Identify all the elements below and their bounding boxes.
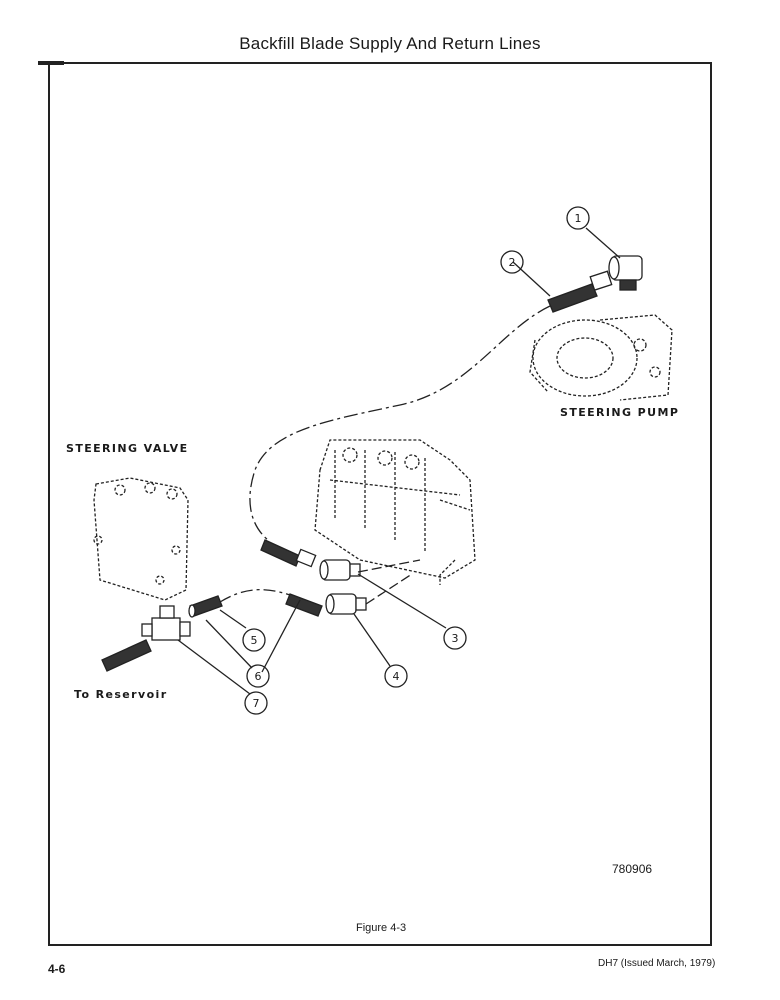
issue-note: DH7 (Issued March, 1979) — [598, 958, 716, 969]
steering-valve-label: STEERING VALVE — [66, 442, 189, 455]
callout-6: 6 — [255, 670, 262, 683]
return-line — [219, 589, 291, 603]
page-title: Backfill Blade Supply And Return Lines — [239, 34, 541, 53]
callout-1: 1 — [575, 212, 582, 225]
steering-pump-outline — [529, 314, 673, 401]
tee-fitting-7 — [141, 605, 191, 641]
to-reservoir-label: To Reservoir — [74, 688, 168, 701]
callout-2: 2 — [509, 256, 516, 269]
hose-end-upper — [260, 539, 301, 567]
supply-line — [249, 305, 551, 541]
elbow-fitting-4 — [325, 593, 367, 615]
steering-pump-label: STEERING PUMP — [560, 406, 680, 419]
callout-3: 3 — [452, 632, 459, 645]
figure-frame — [38, 61, 712, 946]
page-number: 4-6 — [48, 962, 66, 976]
hose-end-2 — [547, 270, 613, 313]
control-valve-outline — [314, 439, 476, 585]
reservoir-hose — [101, 639, 152, 672]
figure-caption: Figure 4-3 — [356, 922, 407, 934]
drawing-number: 780906 — [612, 862, 653, 876]
elbow-fitting-1 — [608, 255, 643, 291]
callout-7: 7 — [253, 697, 260, 710]
elbow-fitting-3 — [319, 559, 361, 581]
callout-4: 4 — [393, 670, 400, 683]
steering-valve-outline — [93, 477, 189, 601]
callout-5: 5 — [251, 634, 258, 647]
hose-end-lower — [285, 593, 323, 617]
